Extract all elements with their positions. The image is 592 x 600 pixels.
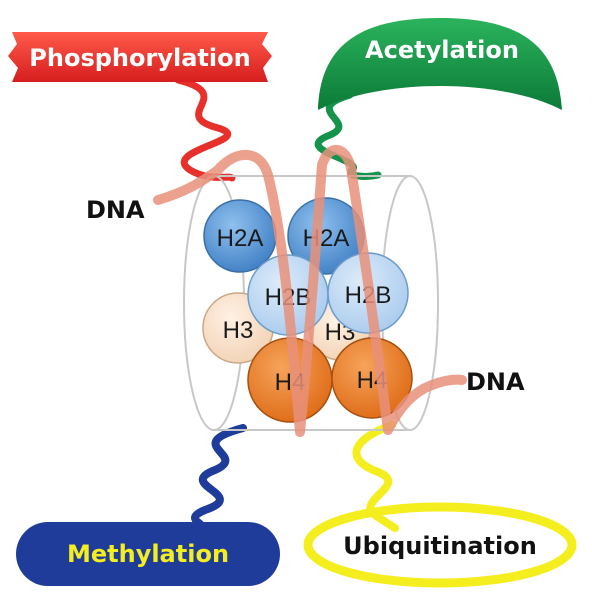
svg-text:Ubiquitination: Ubiquitination [343, 532, 537, 560]
histone-h2a-right: H2A [287, 197, 365, 275]
ubiquitination-tail [352, 421, 399, 532]
histone-h2a-left: H2A [203, 199, 277, 273]
svg-text:H2A: H2A [303, 225, 350, 252]
acetylation-badge: Acetylation [318, 18, 562, 110]
ubiquitination-badge: Ubiquitination [303, 502, 577, 588]
dna-label-left: DNA [86, 196, 145, 224]
methylation-badge: Methylation [16, 522, 280, 586]
svg-text:Methylation: Methylation [67, 540, 229, 568]
dna-strand [153, 145, 467, 437]
svg-text:Phosphorylation: Phosphorylation [29, 44, 250, 72]
svg-text:H2A: H2A [217, 225, 264, 252]
dna-label-right: DNA [466, 368, 525, 396]
svg-text:Acetylation: Acetylation [365, 36, 519, 64]
phosphorylation-badge: Phosphorylation [8, 32, 272, 82]
methylation-tail [191, 424, 247, 528]
svg-text:H3: H3 [223, 317, 254, 344]
